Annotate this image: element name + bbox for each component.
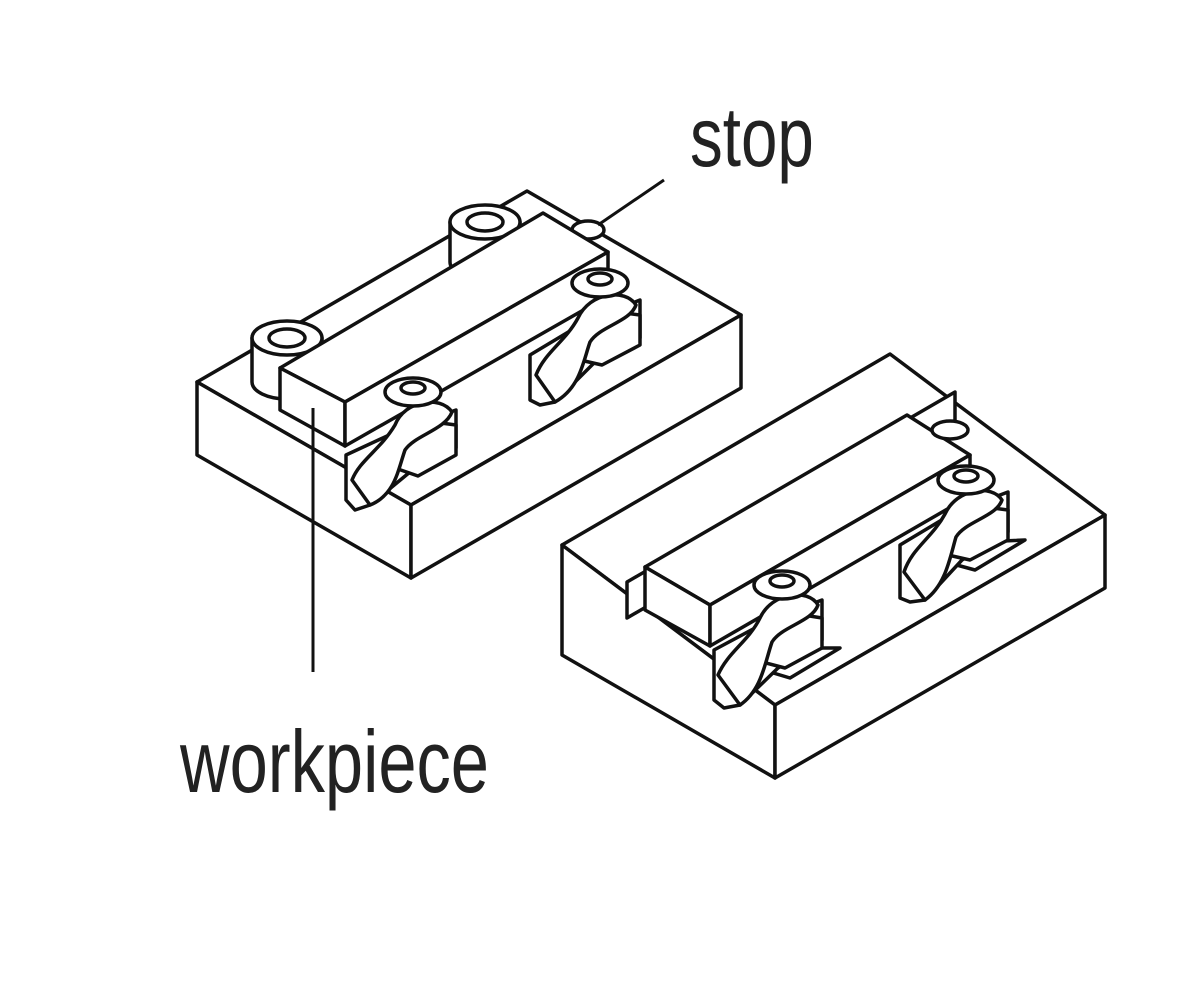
- stop-leader-line: [597, 178, 665, 227]
- right-fixture: [560, 352, 1107, 780]
- right-clamp-front: [712, 569, 842, 710]
- left-clamp-back: [528, 267, 642, 407]
- workpiece-label: workpiece: [179, 713, 489, 811]
- left-fixture: [195, 189, 743, 580]
- right-workpiece: [625, 390, 972, 648]
- left-clamp-front: [344, 376, 458, 512]
- stop-label: stop: [690, 90, 814, 184]
- right-clamp-back: [898, 464, 1027, 604]
